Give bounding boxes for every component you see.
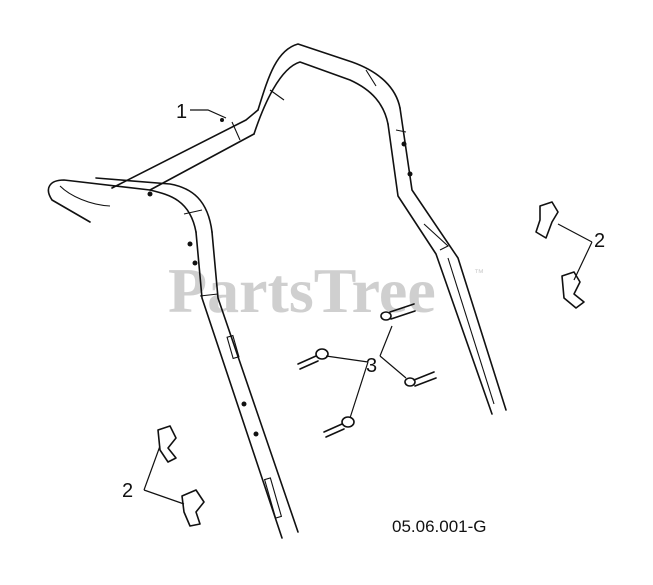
bolt-right[interactable] [404,371,437,387]
diagram-code: 05.06.001-G [392,517,487,536]
callout-2-right-knobs: 2 [594,230,605,252]
bolt-left[interactable] [297,348,329,370]
callout-1-handle: 1 [176,101,187,123]
watermark-trademark: ™ [474,268,484,279]
callout-2-left-knobs: 2 [122,480,133,502]
leader-lines [143,109,593,505]
knob-lower-right[interactable] [561,271,585,309]
bolt-lower[interactable] [323,416,355,438]
knob-lower-left[interactable] [181,489,205,527]
knob-upper-left[interactable] [157,425,177,463]
callout-3-bolts: 3 [366,355,377,377]
bolt-upper[interactable] [380,303,416,321]
knob-upper-right[interactable] [535,201,559,239]
upper-handle[interactable] [47,43,507,539]
